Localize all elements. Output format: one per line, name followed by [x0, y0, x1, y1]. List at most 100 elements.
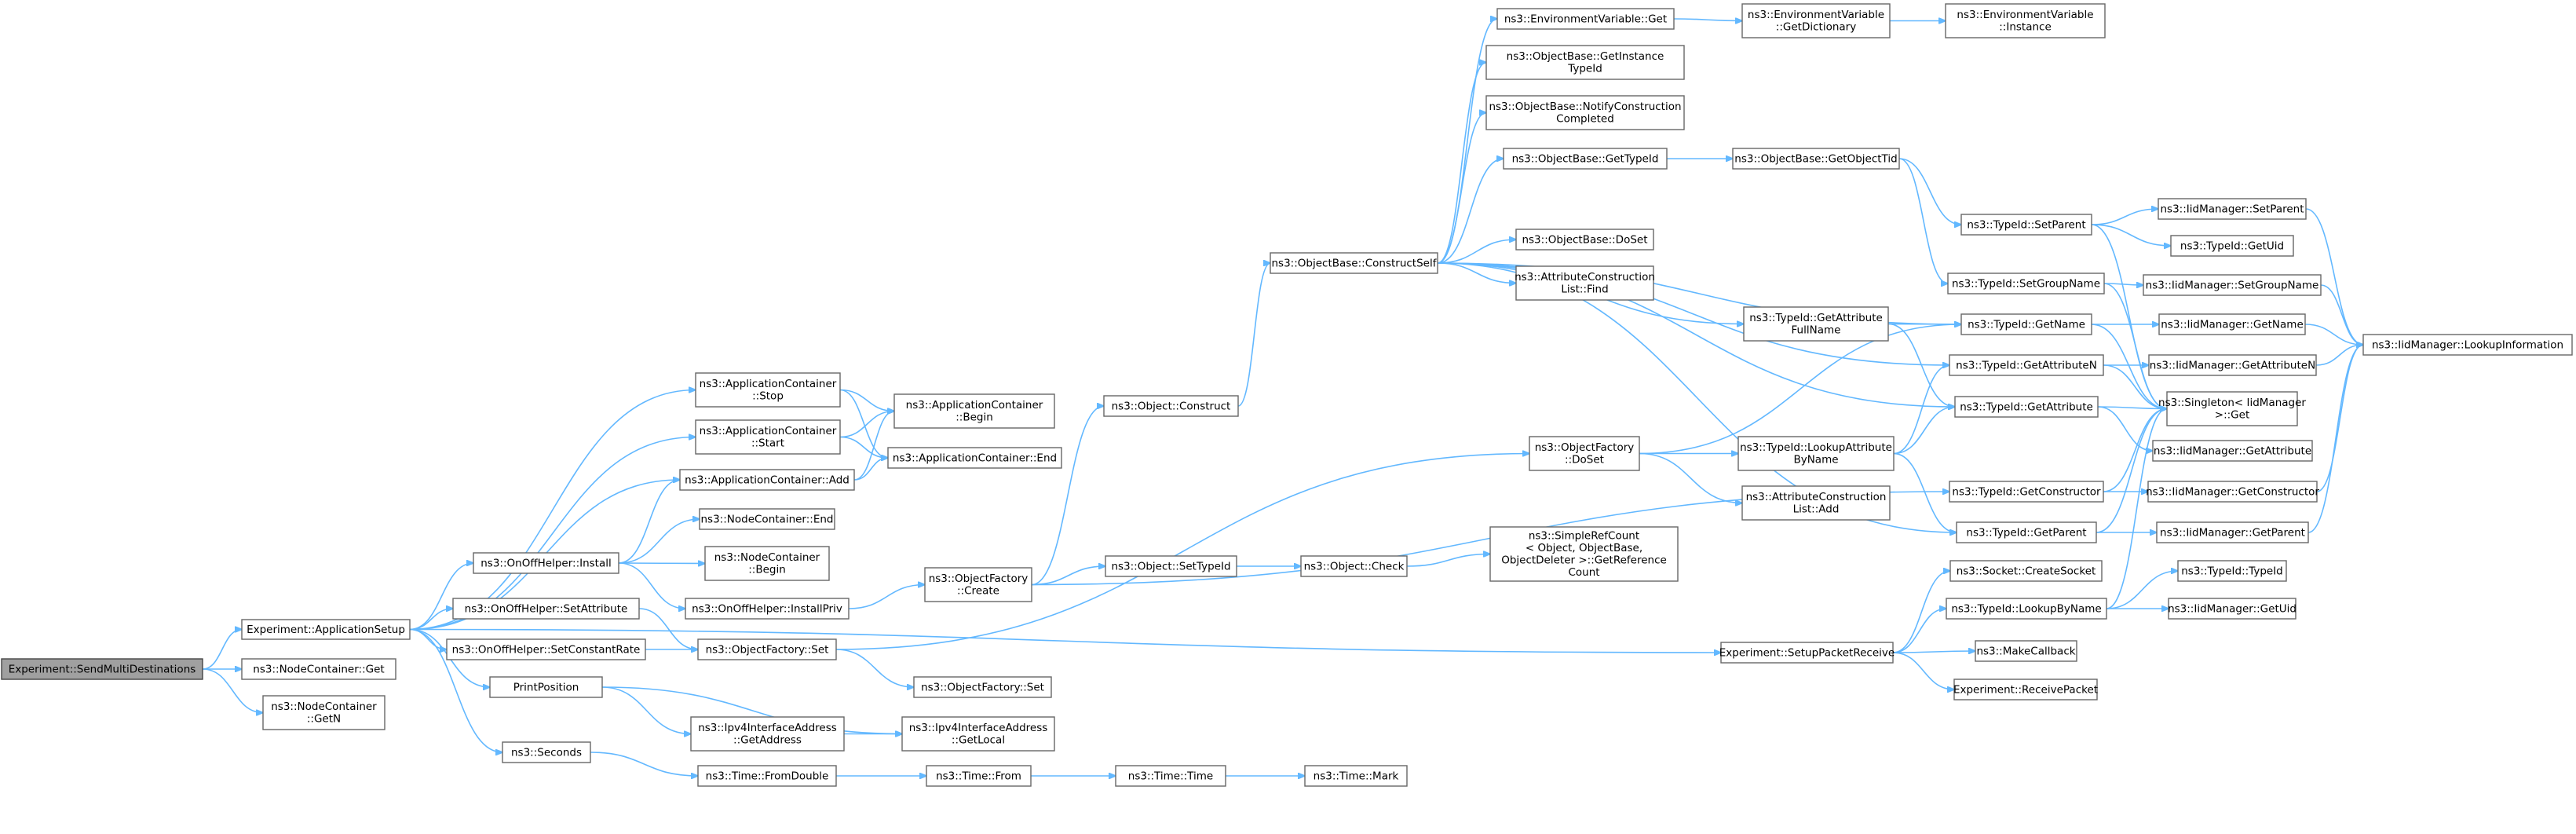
- node-ac-add[interactable]: ns3::ApplicationContainer::Add: [679, 469, 855, 491]
- node-iid-lookupinfo[interactable]: ns3::IidManager::LookupInformation: [2362, 334, 2573, 356]
- node-time-mark[interactable]: ns3::Time::Mark: [1304, 765, 1408, 787]
- node-label: ns3::AttributeConstruction: [1515, 271, 1655, 283]
- edge: [2091, 324, 2167, 409]
- node-nc-end[interactable]: ns3::NodeContainer::End: [699, 508, 835, 530]
- node-iid-getname[interactable]: ns3::IidManager::GetName: [2158, 313, 2306, 335]
- edge-oo-install-to-ac-add: [618, 480, 680, 564]
- node-iid-getuid[interactable]: ns3::IidManager::GetUid: [2168, 598, 2296, 620]
- node-tid-getctor[interactable]: ns3::TypeId::GetConstructor: [1949, 481, 2104, 503]
- node-iid-getctor[interactable]: ns3::IidManager::GetConstructor: [2146, 481, 2319, 503]
- node-nc-begin[interactable]: ns3::NodeContainer::Begin: [704, 546, 830, 581]
- node-simplerefcount[interactable]: ns3::SimpleRefCount< Object, ObjectBase,…: [1489, 526, 1679, 582]
- node-box: [1741, 485, 1891, 521]
- node-obj-settypeid[interactable]: ns3::Object::SetTypeId: [1105, 555, 1237, 577]
- node-appsetup[interactable]: Experiment::ApplicationSetup: [241, 619, 411, 640]
- node-label: ns3::ApplicationContainer::End: [893, 452, 1057, 464]
- node-tid-getuid[interactable]: ns3::TypeId::GetUid: [2170, 235, 2294, 257]
- node-label: ::Stop: [752, 390, 784, 403]
- node-ac-begin[interactable]: ns3::ApplicationContainer::Begin: [893, 393, 1055, 429]
- node-nc-get[interactable]: ns3::NodeContainer::Get: [241, 658, 396, 680]
- node-makecallback[interactable]: ns3::MakeCallback: [1975, 640, 2077, 662]
- node-setup-recv[interactable]: Experiment::SetupPacketReceive: [1719, 642, 1895, 664]
- edge-oo-install-to-oo-installpriv: [618, 562, 685, 609]
- node-tid-getname[interactable]: ns3::TypeId::GetName: [1960, 313, 2092, 335]
- node-label: ns3::TypeId::TypeId: [2181, 565, 2283, 577]
- node-recvpacket[interactable]: Experiment::ReceivePacket: [1953, 679, 2098, 700]
- node-iid-getattr[interactable]: ns3::IidManager::GetAttribute: [2152, 440, 2313, 462]
- node-tid-setparent[interactable]: ns3::TypeId::SetParent: [1960, 214, 2092, 236]
- node-obj-check[interactable]: ns3::Object::Check: [1300, 555, 1408, 577]
- node-box: [1949, 481, 2104, 503]
- node-of-create[interactable]: ns3::ObjectFactory::Create: [924, 567, 1032, 602]
- node-box: [241, 658, 396, 680]
- node-tid-lookupbyname[interactable]: ns3::TypeId::LookupByName: [1946, 598, 2107, 620]
- node-ob-getobjtid[interactable]: ns3::ObjectBase::GetObjectTid: [1732, 148, 1900, 170]
- node-tid-getattrn[interactable]: ns3::TypeId::GetAttributeN: [1949, 354, 2104, 376]
- node-singleton-get[interactable]: ns3::Singleton< IidManager>::Get: [2158, 391, 2306, 426]
- node-sock-create[interactable]: ns3::Socket::CreateSocket: [1949, 560, 2103, 582]
- edge-obj-check-to-simplerefcount: [1406, 554, 1490, 567]
- node-time-from[interactable]: ns3::Time::From: [926, 765, 1032, 787]
- node-oo-setattr[interactable]: ns3::OnOffHelper::SetAttribute: [452, 598, 640, 620]
- node-box: [2158, 313, 2306, 335]
- node-env-get[interactable]: ns3::EnvironmentVariable::Get: [1496, 8, 1675, 30]
- edge: [409, 563, 473, 631]
- node-iid-getattrn[interactable]: ns3::IidManager::GetAttributeN: [2148, 354, 2317, 376]
- node-oo-setconst[interactable]: ns3::OnOffHelper::SetConstantRate: [446, 638, 646, 660]
- node-oo-installpriv[interactable]: ns3::OnOffHelper::InstallPriv: [685, 598, 850, 620]
- edge: [2096, 409, 2167, 533]
- edge: [590, 752, 698, 776]
- node-label: ::Create: [957, 585, 999, 598]
- node-ac-end[interactable]: ns3::ApplicationContainer::End: [887, 447, 1062, 469]
- node-ob-constructself[interactable]: ns3::ObjectBase::ConstructSelf: [1270, 252, 1438, 274]
- node-iid-getparent[interactable]: ns3::IidManager::GetParent: [2156, 521, 2309, 543]
- edge: [1437, 240, 1516, 264]
- node-env-instance[interactable]: ns3::EnvironmentVariable::Instance: [1945, 3, 2106, 38]
- node-ac-start[interactable]: ns3::ApplicationContainer::Start: [695, 419, 841, 455]
- node-ob-doset[interactable]: ns3::ObjectBase::DoSet: [1515, 229, 1654, 251]
- edge: [409, 628, 1721, 653]
- node-label: ns3::OnOffHelper::Install: [480, 557, 612, 569]
- node-iid-setgroup[interactable]: ns3::IidManager::SetGroupName: [2143, 274, 2322, 296]
- node-ob-notify[interactable]: ns3::ObjectBase::NotifyConstructionCompl…: [1485, 95, 1685, 130]
- edge: [2091, 224, 2171, 246]
- node-obj-construct[interactable]: ns3::Object::Construct: [1103, 395, 1239, 417]
- node-iid-setparent[interactable]: ns3::IidManager::SetParent: [2158, 198, 2307, 220]
- node-box: [685, 598, 850, 620]
- node-ob-gettypeid[interactable]: ns3::ObjectBase::GetTypeId: [1503, 148, 1668, 170]
- node-label: ObjectDeleter >::GetReference: [1501, 554, 1667, 567]
- node-time-time[interactable]: ns3::Time::Time: [1115, 765, 1226, 787]
- node-seconds[interactable]: ns3::Seconds: [502, 741, 591, 763]
- edge: [2097, 407, 2167, 409]
- node-ipv4-getaddr[interactable]: ns3::Ipv4InterfaceAddress::GetAddress: [690, 716, 845, 752]
- node-nc-getn[interactable]: ns3::NodeContainer::GetN: [262, 695, 385, 730]
- node-label: ns3::IidManager::LookupInformation: [2372, 338, 2563, 351]
- node-label: ns3::Object::Check: [1304, 560, 1405, 572]
- node-box: [2362, 334, 2573, 356]
- node-label: ns3::TypeId::LookupByName: [1951, 602, 2101, 615]
- node-label: ::Instance: [1999, 21, 2052, 34]
- node-env-getdict[interactable]: ns3::EnvironmentVariable::GetDictionary: [1741, 3, 1891, 38]
- node-of-doset[interactable]: ns3::ObjectFactory::DoSet: [1529, 436, 1640, 471]
- edge: [2106, 409, 2167, 609]
- node-tid-getattr[interactable]: ns3::TypeId::GetAttribute: [1954, 396, 2099, 418]
- node-label: List::Find: [1561, 283, 1608, 296]
- node-tid-getparent[interactable]: ns3::TypeId::GetParent: [1956, 521, 2097, 543]
- node-of-set[interactable]: ns3::ObjectFactory::Set: [697, 638, 837, 660]
- node-printpos[interactable]: PrintPosition: [489, 676, 603, 698]
- node-sendmulti[interactable]: Experiment::SendMultiDestinations: [1, 658, 203, 680]
- node-tid-setgroup[interactable]: ns3::TypeId::SetGroupName: [1947, 273, 2105, 294]
- node-time-fromdouble[interactable]: ns3::Time::FromDouble: [697, 765, 837, 787]
- node-oo-install[interactable]: ns3::OnOffHelper::Install: [473, 552, 619, 574]
- node-box: [1720, 642, 1894, 664]
- node-of-set2[interactable]: ns3::ObjectFactory::Set: [913, 676, 1052, 698]
- node-ipv4-getlocal[interactable]: ns3::Ipv4InterfaceAddress::GetLocal: [901, 716, 1055, 752]
- edge-printpos-to-ipv4-getaddr: [601, 686, 691, 734]
- node-ac-stop[interactable]: ns3::ApplicationContainer::Stop: [695, 372, 841, 408]
- node-tid-typeid[interactable]: ns3::TypeId::TypeId: [2177, 560, 2287, 582]
